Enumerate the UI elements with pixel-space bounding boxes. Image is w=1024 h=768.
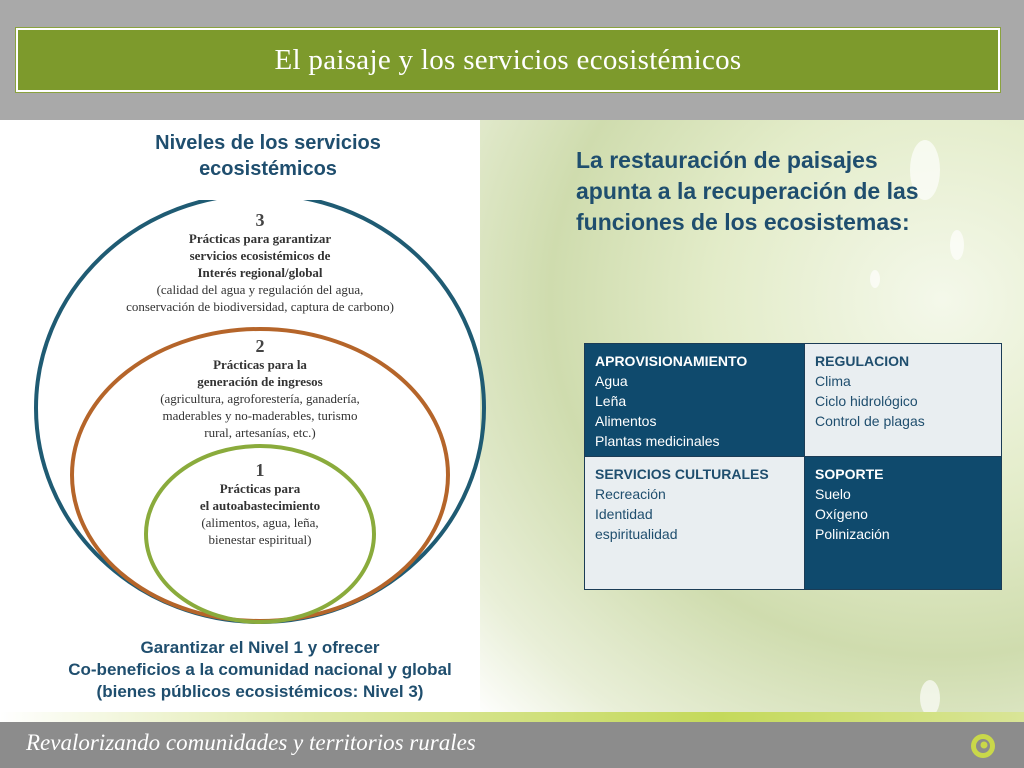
cell-item: Alimentos <box>595 413 657 429</box>
levels-heading-line-1: Niveles de los servicios <box>155 132 381 154</box>
ring-level-1 <box>144 444 376 624</box>
cell-item: Recreación <box>595 486 666 502</box>
level-2-text: 2 Prácticas para la generación de ingres… <box>120 336 400 441</box>
level-2-detail-3: rural, artesanías, etc.) <box>204 425 316 440</box>
level-2-detail-1: (agricultura, agroforestería, ganadería, <box>160 391 360 406</box>
level-3-detail-2: conservación de biodiversidad, captura d… <box>126 299 394 314</box>
cell-item: Agua <box>595 373 628 389</box>
levels-heading: Niveles de los servicios ecosistémicos <box>100 130 436 182</box>
statement-line-3: funciones de los ecosistemas: <box>576 209 910 235</box>
cell-head: APROVISIONAMIENTO <box>595 353 748 369</box>
footer-stripe <box>0 712 1024 722</box>
level-1-detail-2: bienestar espiritual) <box>208 532 312 547</box>
restoration-statement: La restauración de paisajes apunta a la … <box>576 145 1016 238</box>
caption-line-3: (bienes públicos ecosistémicos: Nivel 3) <box>96 682 424 701</box>
page-title: El paisaje y los servicios ecosistémicos <box>274 43 742 76</box>
level-2-number: 2 <box>255 336 265 356</box>
level-1-detail-1: (alimentos, agua, leña, <box>201 515 319 530</box>
cell-item: Suelo <box>815 486 851 502</box>
level-1-line-2: el autoabastecimiento <box>199 498 321 513</box>
title-box: El paisaje y los servicios ecosistémicos <box>16 28 1000 92</box>
cell-regulacion: REGULACION Clima Ciclo hidrológico Contr… <box>805 344 1001 457</box>
footer-bar: Revalorizando comunidades y territorios … <box>0 722 1024 768</box>
level-3-text: 3 Prácticas para garantizar servicios ec… <box>90 210 430 315</box>
cell-item: Identidad <box>595 506 653 522</box>
level-2-line-2: generación de ingresos <box>197 374 323 389</box>
circles-svg <box>34 192 486 624</box>
level-2-detail-2: maderables y no-maderables, turismo <box>162 408 358 423</box>
level-3-line-1: Prácticas para garantizar <box>188 231 332 246</box>
cell-aprovisionamiento: APROVISIONAMIENTO Agua Leña Alimentos Pl… <box>585 344 805 457</box>
cell-soporte: SOPORTE Suelo Oxígeno Polinización <box>805 457 1001 589</box>
ecosystem-services-grid: APROVISIONAMIENTO Agua Leña Alimentos Pl… <box>584 343 1002 590</box>
header-bar: El paisaje y los servicios ecosistémicos <box>0 0 1024 120</box>
cell-item: Control de plagas <box>815 413 925 429</box>
cell-servicios-culturales: SERVICIOS CULTURALES Recreación Identida… <box>585 457 805 589</box>
cell-item: Oxígeno <box>815 506 868 522</box>
statement-line-2: apunta a la recuperación de las <box>576 178 919 204</box>
caption-line-2: Co-beneficios a la comunidad nacional y … <box>68 660 452 679</box>
level-2-line-1: Prácticas para la <box>213 357 307 372</box>
spiral-logo-icon <box>968 731 998 761</box>
cell-item: espiritualidad <box>595 526 678 542</box>
cell-item: Polinización <box>815 526 890 542</box>
cell-item: Clima <box>815 373 851 389</box>
level-1-number: 1 <box>255 460 265 480</box>
level-3-line-3: Interés regional/global <box>197 265 323 280</box>
level-3-detail-1: (calidad del agua y regulación del agua, <box>156 282 364 297</box>
cell-item: Ciclo hidrológico <box>815 393 918 409</box>
caption-line-1: Garantizar el Nivel 1 y ofrecer <box>140 638 380 657</box>
statement-line-1: La restauración de paisajes <box>576 147 878 173</box>
level-3-number: 3 <box>255 210 265 230</box>
cell-item: Plantas medicinales <box>595 433 720 449</box>
levels-heading-line-2: ecosistémicos <box>199 158 337 180</box>
levels-caption: Garantizar el Nivel 1 y ofrecer Co-benef… <box>20 637 500 703</box>
cell-head: REGULACION <box>815 353 910 369</box>
cell-head: SOPORTE <box>815 466 884 482</box>
footer-text: Revalorizando comunidades y territorios … <box>26 730 476 755</box>
level-1-text: 1 Prácticas para el autoabastecimiento (… <box>160 460 360 548</box>
level-1-line-1: Prácticas para <box>219 481 301 496</box>
cell-head: SERVICIOS CULTURALES <box>595 466 769 482</box>
level-3-line-2: servicios ecosistémicos de <box>189 248 331 263</box>
cell-item: Leña <box>595 393 627 409</box>
nested-circles-diagram: 3 Prácticas para garantizar servicios ec… <box>30 192 490 630</box>
